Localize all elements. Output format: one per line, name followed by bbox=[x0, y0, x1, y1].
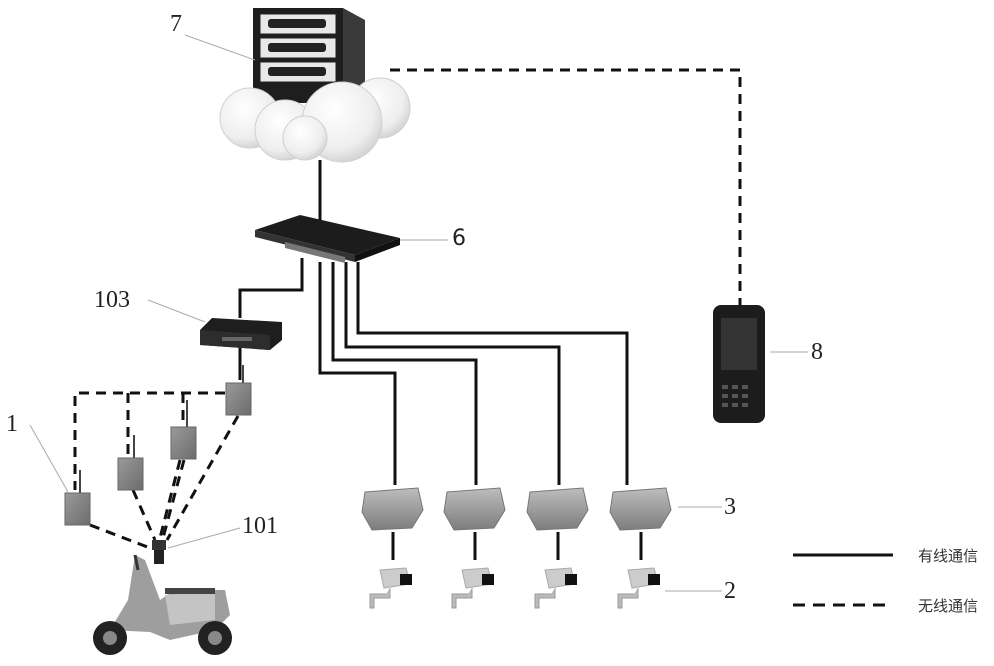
anchor-device-icon bbox=[117, 435, 144, 491]
converter-box-icon bbox=[361, 487, 424, 531]
wireless-link-anchor3a-tag bbox=[158, 459, 182, 539]
label-anchor: 1 bbox=[6, 411, 18, 437]
leader-7 bbox=[184, 34, 256, 61]
label-camera: 2 bbox=[724, 578, 736, 604]
legend-wired-label: 有线通信 bbox=[918, 547, 979, 565]
leader-101 bbox=[167, 527, 241, 549]
label-handheld: 8 bbox=[811, 339, 823, 365]
wired-link-switch-gateway bbox=[238, 258, 304, 318]
wireless-link-cloud-handheld bbox=[390, 68, 742, 305]
leader-1 bbox=[29, 424, 69, 493]
anchor-device-icon bbox=[225, 365, 252, 416]
label-switch: 6 bbox=[452, 226, 466, 251]
cloud-icon bbox=[219, 77, 411, 163]
tag-device-icon bbox=[152, 540, 166, 564]
label-converter: 3 bbox=[724, 494, 736, 520]
electric-scooter-icon bbox=[93, 554, 232, 655]
wireless-link-anchor1-tag bbox=[89, 523, 151, 550]
leader-103 bbox=[147, 299, 206, 323]
wired-link-switch-converter-2 bbox=[331, 262, 478, 485]
legend-wireless-label: 无线通信 bbox=[918, 597, 979, 615]
converter-box-icon bbox=[443, 487, 506, 531]
wireless-link-anchor3b-tag bbox=[161, 459, 186, 539]
camera-icon bbox=[617, 567, 660, 609]
wireless-links bbox=[73, 68, 742, 550]
gateway-box-icon bbox=[200, 318, 282, 350]
wireless-link-anchor4-tag bbox=[165, 415, 240, 541]
anchor-device-icon bbox=[64, 470, 91, 526]
converter-box-icon bbox=[526, 487, 589, 531]
camera-icon bbox=[534, 567, 577, 609]
label-tag: 101 bbox=[242, 513, 278, 539]
cloud-server bbox=[219, 8, 411, 163]
camera-icon bbox=[451, 567, 494, 609]
handheld-terminal-icon bbox=[713, 305, 765, 423]
wired-links bbox=[238, 160, 643, 560]
label-cloud-server: 7 bbox=[170, 11, 182, 37]
wired-link-switch-converter-4 bbox=[356, 262, 629, 485]
label-gateway: 103 bbox=[94, 287, 130, 313]
wireless-link-anchor2-tag bbox=[131, 489, 157, 541]
anchor-device-icon bbox=[170, 400, 197, 460]
camera-icon bbox=[369, 567, 412, 609]
converter-box-icon bbox=[609, 487, 672, 531]
wired-link-switch-converter-1 bbox=[318, 262, 397, 485]
wired-link-switch-converter-3 bbox=[344, 262, 561, 485]
network-switch-icon bbox=[255, 215, 400, 264]
